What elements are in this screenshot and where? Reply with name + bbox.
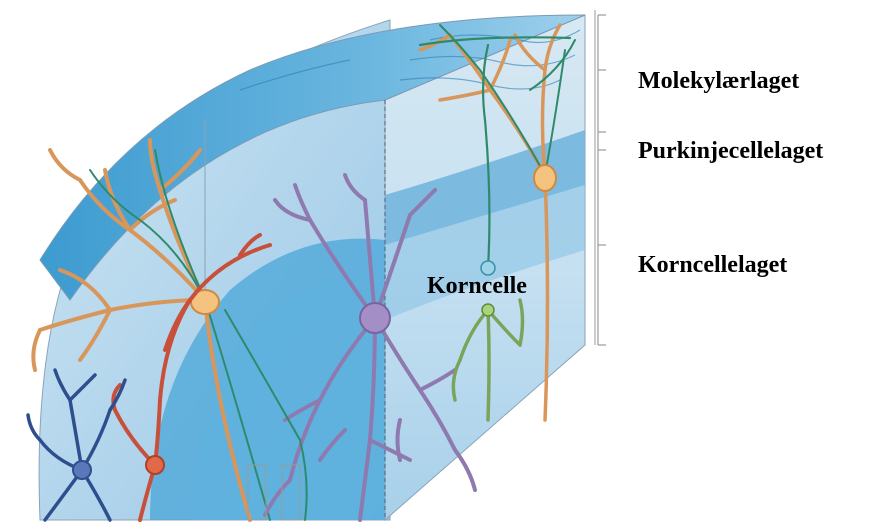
label-granule-cell: Korncelle — [427, 274, 527, 298]
cortex-block — [39, 10, 595, 520]
label-granular-layer: Korncellelaget — [638, 253, 787, 277]
basket-soma — [146, 456, 164, 474]
golgi-soma — [360, 303, 390, 333]
layer-bracket — [598, 15, 606, 345]
stellate-soma — [73, 461, 91, 479]
label-purkinje-layer: Purkinjecellelaget — [638, 139, 823, 163]
purkinje-soma-right — [534, 165, 556, 191]
label-molecular-layer: Molekylærlaget — [638, 69, 799, 93]
